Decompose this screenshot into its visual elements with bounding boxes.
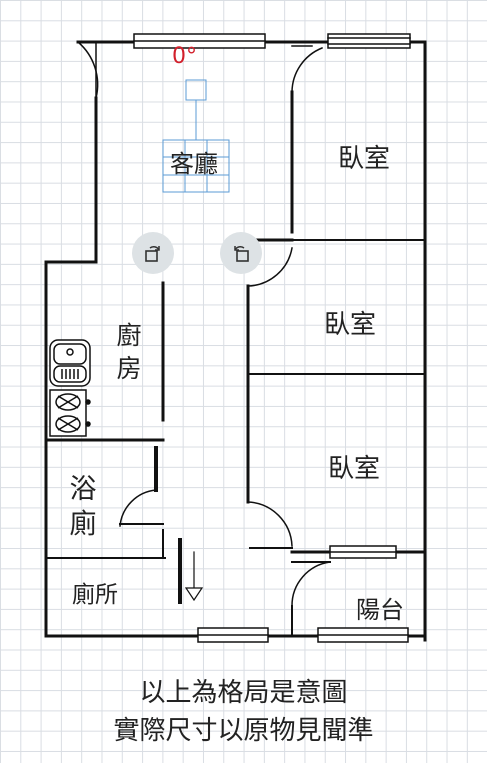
room-label-bedroom-3[interactable]: 臥室 (328, 454, 381, 484)
window-bottom-right (317, 627, 409, 643)
window-bottom (197, 627, 269, 643)
stove-icon (49, 389, 91, 437)
bath-door (119, 489, 164, 527)
room-label-bath[interactable]: 浴廁 (69, 474, 97, 541)
bedroom3-door (247, 501, 293, 549)
sink-icon (49, 339, 91, 387)
room-label-toilet[interactable]: 廁所 (72, 582, 118, 608)
note-line-1: 以上為格局是意圖 (139, 678, 348, 708)
room-label-living[interactable]: 客廳 (170, 150, 218, 178)
rotate-cw-icon (234, 246, 249, 262)
rotate-right-button[interactable] (220, 232, 262, 274)
room-label-kitchen[interactable]: 廚房 (116, 321, 142, 383)
rotation-readout: 0° (172, 44, 197, 69)
window-balcony-top (329, 545, 397, 559)
bedroom1-door (291, 45, 323, 93)
room-label-bedroom-1[interactable]: 臥室 (338, 144, 391, 174)
selection-handles (162, 79, 230, 193)
entry-door (76, 40, 99, 99)
balcony-door (291, 561, 331, 637)
toilet-arrow (184, 551, 204, 602)
window-top (133, 33, 266, 49)
rotate-ccw-icon (145, 246, 160, 262)
window-top-right (327, 33, 411, 49)
rotate-left-button[interactable] (132, 232, 174, 274)
room-label-balcony[interactable]: 陽台 (356, 596, 404, 624)
note-line-2: 實際尺寸以原物見聞準 (113, 716, 374, 746)
room-label-bedroom-2[interactable]: 臥室 (324, 310, 377, 340)
